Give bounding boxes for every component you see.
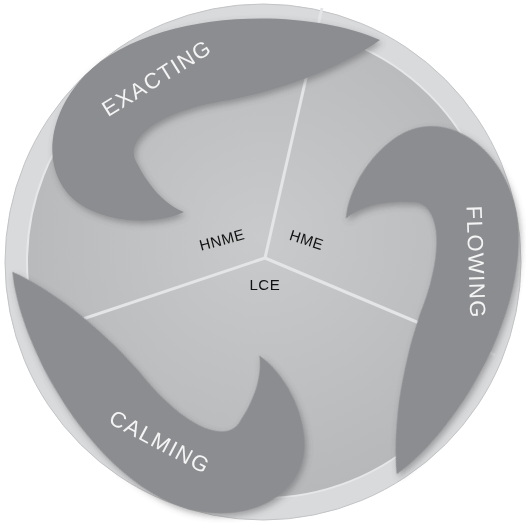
swirl-shape — [52, 18, 380, 220]
sector-label: LCE — [250, 277, 281, 294]
swirl-node: FLOWING — [454, 196, 492, 327]
swirl-title: FLOWING — [461, 201, 489, 324]
swirls — [0, 18, 526, 523]
swirl-shape — [0, 181, 333, 523]
